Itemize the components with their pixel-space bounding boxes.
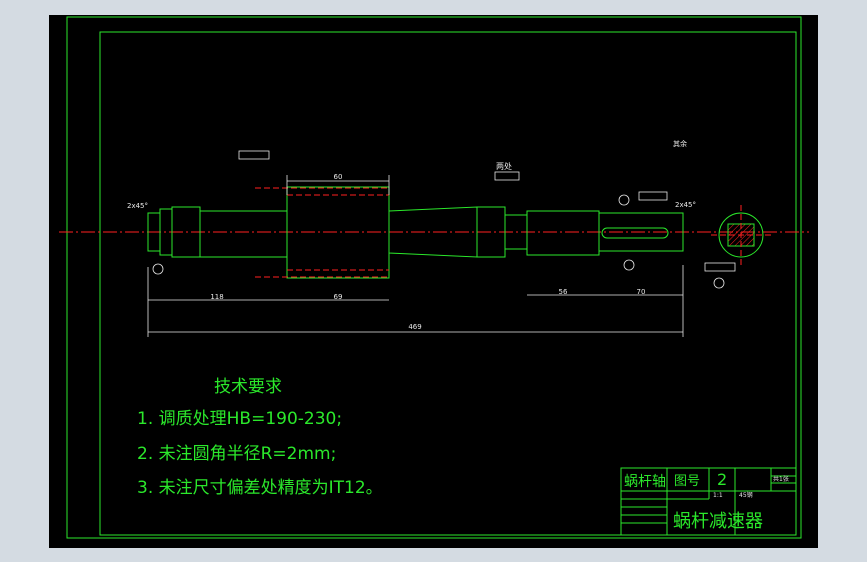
tech-title: 技术要求	[214, 377, 282, 397]
keyway	[601, 227, 669, 239]
both-ends-label: 两处	[496, 161, 512, 171]
dim-mid-label: 69	[334, 293, 343, 301]
title-block	[620, 467, 797, 536]
dim-right2-label: 70	[637, 288, 646, 296]
material: 45钢	[739, 491, 753, 499]
datum-circles	[152, 194, 725, 289]
part-name: 蜗杆轴	[624, 474, 666, 490]
drawing-no-label: 图号	[674, 474, 700, 489]
assembly-name: 蜗杆减速器	[673, 511, 763, 532]
inner-border	[99, 31, 797, 536]
drawing-no: 2	[717, 470, 727, 489]
dim-right1-label: 56	[559, 288, 568, 296]
dim-left-label: 118	[210, 293, 223, 301]
worm-thread-lines	[255, 187, 389, 278]
section-view	[711, 205, 771, 265]
scale: 1:1	[713, 492, 723, 499]
chamfer-right-label: 2x45°	[675, 201, 696, 209]
requirement-3: 3. 未注尺寸偏差处精度为IT12。	[137, 478, 383, 498]
shaft-outline	[147, 186, 684, 279]
dimension-lines	[147, 175, 684, 337]
section-circle	[718, 212, 764, 258]
roughness-rest-label: 其余	[673, 139, 687, 148]
shaft-keyed-end	[598, 212, 684, 252]
requirement-2: 2. 未注圆角半径R=2mm;	[137, 444, 336, 464]
shaft-journal-right	[526, 210, 600, 256]
dim-collar-label: 60	[334, 173, 343, 181]
chamfer-left-label: 2x45°	[127, 202, 148, 210]
outer-border	[66, 16, 802, 539]
tolerance-frames	[238, 150, 736, 272]
sheet-info: 共1张	[773, 475, 789, 483]
shaft-journal-left	[199, 210, 288, 258]
requirement-1: 1. 调质处理HB=190-230;	[137, 409, 342, 429]
dim-total-label: 469	[408, 323, 421, 331]
drawing-canvas: 469 118 69 56 70 60 2x45° 2x45° 两处 其余 技术…	[59, 16, 809, 539]
drawing-sheet[interactable]: 469 118 69 56 70 60 2x45° 2x45° 两处 其余 技术…	[49, 15, 818, 548]
